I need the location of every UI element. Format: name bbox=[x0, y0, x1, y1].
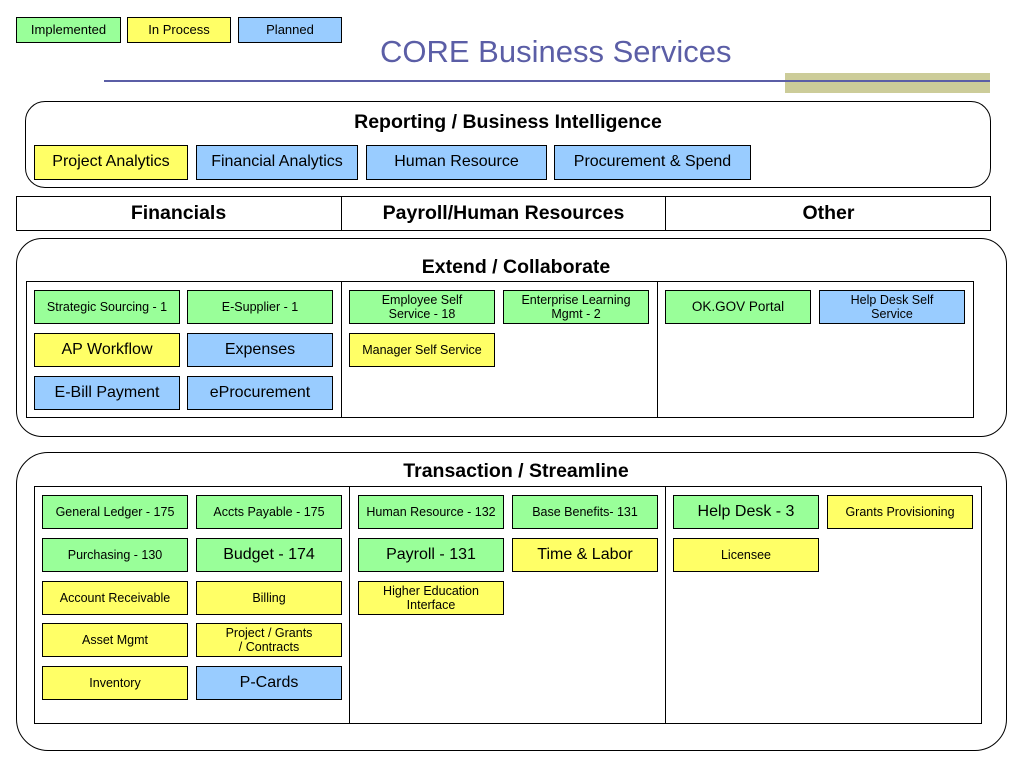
extend-e-supplier: E-Supplier - 1 bbox=[187, 290, 333, 324]
reporting-heading: Reporting / Business Intelligence bbox=[354, 111, 662, 133]
report-procurement-spend: Procurement & Spend bbox=[554, 145, 751, 180]
report-financial-analytics: Financial Analytics bbox=[196, 145, 358, 180]
extend-divider-1 bbox=[341, 281, 342, 418]
title-accent-line bbox=[785, 80, 990, 82]
legend-planned: Planned bbox=[238, 17, 342, 43]
report-project-analytics: Project Analytics bbox=[34, 145, 188, 180]
extend-heading: Extend / Collaborate bbox=[421, 256, 611, 278]
txn-help-desk: Help Desk - 3 bbox=[673, 495, 819, 529]
extend-eprocurement: eProcurement bbox=[187, 376, 333, 410]
txn-p-cards: P-Cards bbox=[196, 666, 342, 700]
extend-employee-self-service: Employee Self Service - 18 bbox=[349, 290, 495, 324]
txn-project-grants-contracts: Project / Grants / Contracts bbox=[196, 623, 342, 657]
transaction-container bbox=[16, 452, 1007, 751]
extend-panel bbox=[26, 281, 974, 418]
txn-licensee: Licensee bbox=[673, 538, 819, 572]
txn-base-benefits: Base Benefits- 131 bbox=[512, 495, 658, 529]
legend-implemented: Implemented bbox=[16, 17, 121, 43]
txn-asset-mgmt: Asset Mgmt bbox=[42, 623, 188, 657]
extend-expenses: Expenses bbox=[187, 333, 333, 367]
extend-ap-workflow: AP Workflow bbox=[34, 333, 180, 367]
title-underline bbox=[104, 80, 786, 82]
txn-purchasing: Purchasing - 130 bbox=[42, 538, 188, 572]
extend-container bbox=[16, 238, 1007, 437]
txn-higher-education-interface: Higher Education Interface bbox=[358, 581, 504, 615]
extend-e-bill-payment: E-Bill Payment bbox=[34, 376, 180, 410]
reporting-container bbox=[25, 101, 991, 188]
column-header-other: Other bbox=[802, 202, 855, 224]
txn-payroll: Payroll - 131 bbox=[358, 538, 504, 572]
txn-billing: Billing bbox=[196, 581, 342, 615]
column-header-bar bbox=[16, 196, 991, 231]
extend-enterprise-learning: Enterprise Learning Mgmt - 2 bbox=[503, 290, 649, 324]
txn-general-ledger: General Ledger - 175 bbox=[42, 495, 188, 529]
transaction-divider-1 bbox=[349, 486, 350, 724]
column-header-payroll: Payroll/Human Resources bbox=[342, 196, 666, 231]
extend-divider-2 bbox=[657, 281, 658, 418]
transaction-heading: Transaction / Streamline bbox=[403, 460, 629, 482]
transaction-divider-2 bbox=[665, 486, 666, 724]
legend-in-process: In Process bbox=[127, 17, 231, 43]
extend-help-desk-self-service: Help Desk Self Service bbox=[819, 290, 965, 324]
extend-manager-self-service: Manager Self Service bbox=[349, 333, 495, 367]
title-accent-bar bbox=[785, 73, 990, 93]
txn-time-labor: Time & Labor bbox=[512, 538, 658, 572]
txn-budget: Budget - 174 bbox=[196, 538, 342, 572]
report-human-resource: Human Resource bbox=[366, 145, 547, 180]
txn-accts-payable: Accts Payable - 175 bbox=[196, 495, 342, 529]
txn-inventory: Inventory bbox=[42, 666, 188, 700]
extend-strategic-sourcing: Strategic Sourcing - 1 bbox=[34, 290, 180, 324]
transaction-panel bbox=[34, 486, 982, 724]
extend-ok-gov-portal: OK.GOV Portal bbox=[665, 290, 811, 324]
txn-grants-provisioning: Grants Provisioning bbox=[827, 495, 973, 529]
txn-human-resource: Human Resource - 132 bbox=[358, 495, 504, 529]
column-header-financials: Financials bbox=[16, 196, 342, 231]
txn-account-receivable: Account Receivable bbox=[42, 581, 188, 615]
page-title: CORE Business Services bbox=[380, 34, 732, 69]
